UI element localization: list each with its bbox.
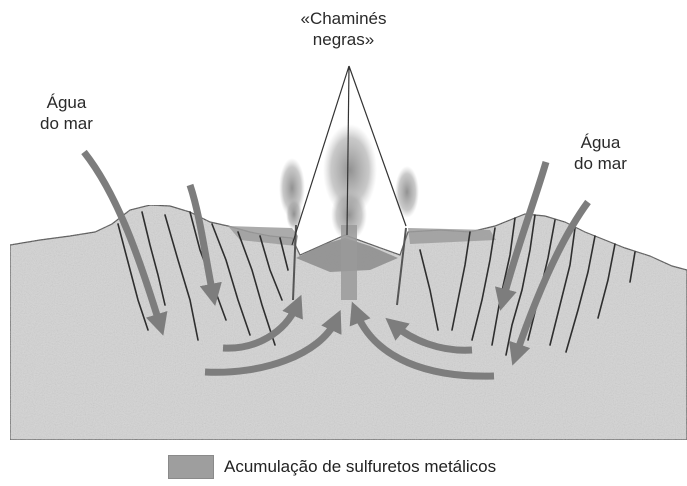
smoke-plume-left-base <box>286 198 302 230</box>
legend: Acumulação de sulfuretos metálicos <box>168 455 496 479</box>
chimney-stem-center <box>341 225 357 300</box>
seawater-label-right: Água do mar <box>574 132 627 174</box>
seawater-label-left-line2: do mar <box>40 113 93 134</box>
black-chimneys-label-line1: «Chaminés <box>0 8 687 29</box>
seawater-label-left: Água do mar <box>40 92 93 134</box>
seawater-label-right-line2: do mar <box>574 153 627 174</box>
black-chimneys-label: «Chaminés negras» <box>0 8 687 50</box>
legend-swatch <box>168 455 214 479</box>
seawater-label-right-line1: Água <box>574 132 627 153</box>
smoke-plume-right <box>395 166 419 218</box>
legend-text: Acumulação de sulfuretos metálicos <box>224 457 496 477</box>
seawater-label-left-line1: Água <box>40 92 93 113</box>
black-chimneys-label-line2: negras» <box>0 29 687 50</box>
